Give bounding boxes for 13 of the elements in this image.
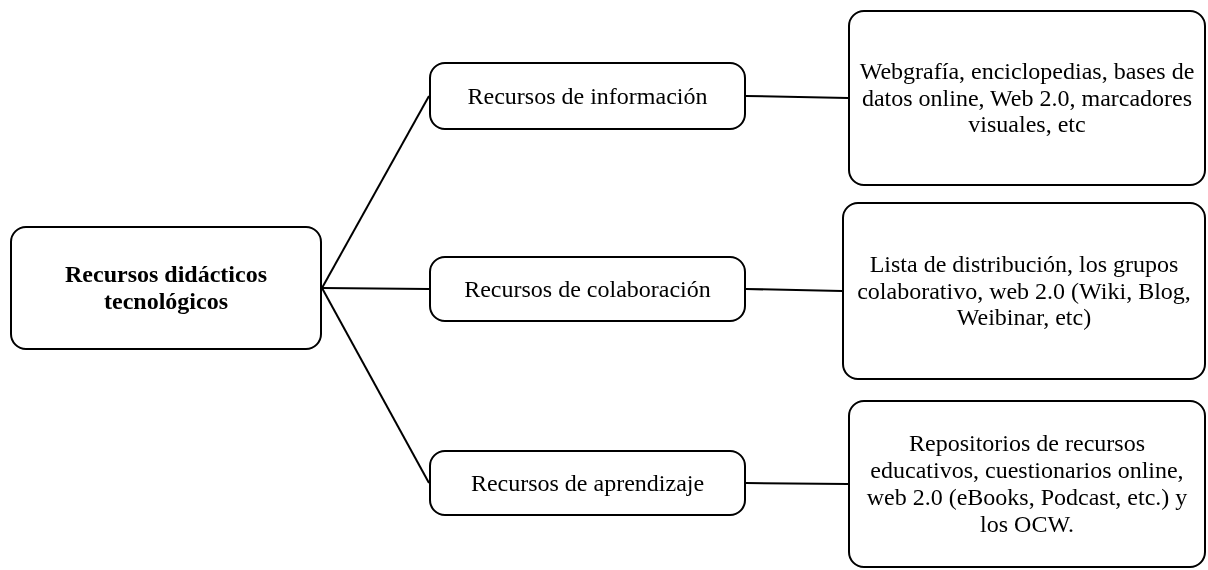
text-box: Repositorios de recursos educativos, cuestionarios online, web 2.0 (eBooks, Podcast, etc.) y los OCW. (848, 400, 1206, 568)
text-box: Lista de distribución, los grupos colaborativo, web 2.0 (Wiki, Blog, Weibinar, etc) (842, 202, 1206, 380)
connector-line (321, 95, 430, 289)
text-box: Recursos de aprendizaje (429, 450, 746, 516)
connector-line (321, 287, 430, 290)
connector-line (321, 287, 430, 484)
connector-line (745, 482, 849, 485)
text-box: Webgrafía, enciclopedias, bases de datos online, Web 2.0, marcadores visuales, etc (848, 10, 1206, 186)
text-box: Recursos didácticos tecnológicos (10, 226, 322, 350)
text-box: Recursos de colaboración (429, 256, 746, 322)
connector-line (745, 288, 843, 292)
text-box: Recursos de información (429, 62, 746, 130)
connector-line (745, 95, 849, 99)
